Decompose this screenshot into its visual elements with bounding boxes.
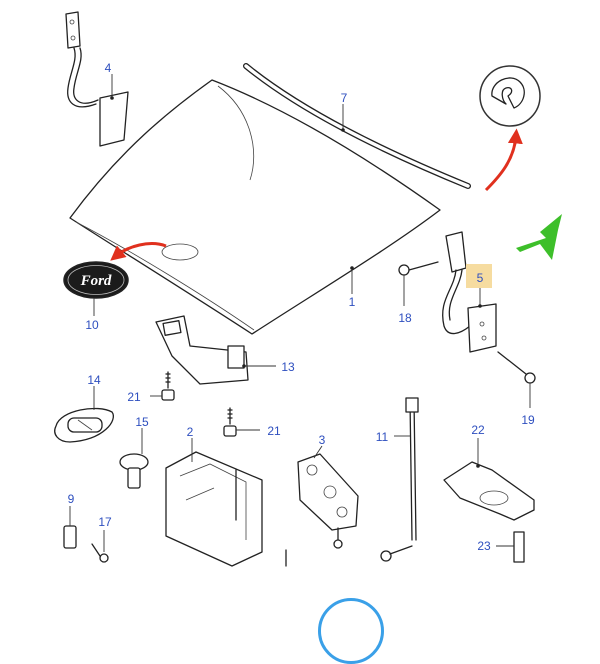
part-5-highlight (466, 264, 492, 288)
part-2-latch-support (165, 438, 287, 567)
green-pointer-arrow-icon (516, 214, 562, 260)
callout-21-b[interactable]: 21 (267, 424, 281, 438)
part-18-bolt (398, 261, 439, 306)
callout-19[interactable]: 19 (521, 413, 535, 427)
part-11-release-cable (380, 397, 419, 562)
callout-4[interactable]: 4 (105, 61, 112, 75)
ford-logo-text: Ford (80, 273, 112, 289)
callout-22[interactable]: 22 (471, 423, 485, 437)
part-21-bolt-a (150, 371, 175, 401)
callout-21-a[interactable]: 21 (127, 390, 141, 404)
callout-7[interactable]: 7 (341, 91, 348, 105)
callout-13[interactable]: 13 (281, 360, 295, 374)
callout-14[interactable]: 14 (87, 373, 101, 387)
callout-5[interactable]: 5 (477, 271, 484, 285)
exploded-parts-diagram: Ford (54, 11, 562, 567)
part-7-weatherstrip (243, 63, 471, 189)
callout-23[interactable]: 23 (477, 539, 491, 553)
part-17-screw (91, 530, 109, 563)
part-1-hood-panel (69, 79, 441, 335)
callout-3[interactable]: 3 (319, 433, 326, 447)
callout-11[interactable]: 11 (376, 430, 389, 444)
part-3-hood-latch (297, 445, 359, 549)
part-21-bolt-b (223, 407, 260, 437)
callout-17[interactable]: 17 (98, 515, 112, 529)
part-9-grommet (63, 506, 77, 549)
callout-9[interactable]: 9 (68, 492, 75, 506)
part-14-retaining-clip (54, 386, 114, 443)
part-13-striker-bracket (155, 315, 276, 385)
part-19-bolt (497, 351, 536, 408)
clip-detail-icon (479, 65, 541, 192)
part-15-push-pin (119, 428, 149, 489)
callout-1[interactable]: 1 (349, 295, 356, 309)
partial-circle-icon (318, 598, 384, 664)
part-23-fastener (496, 531, 525, 563)
callout-18[interactable]: 18 (398, 311, 412, 325)
callout-10[interactable]: 10 (85, 318, 99, 332)
part-5-hood-hinge-right (442, 231, 497, 353)
callout-15[interactable]: 15 (135, 415, 149, 429)
callout-2[interactable]: 2 (187, 425, 194, 439)
red-curved-arrow-icon (484, 128, 523, 192)
part-22-mounting-bracket (443, 438, 535, 521)
part-10-ford-emblem: Ford (63, 261, 129, 316)
red-curved-arrow-icon (110, 242, 167, 261)
part-4-hood-hinge (65, 11, 129, 147)
